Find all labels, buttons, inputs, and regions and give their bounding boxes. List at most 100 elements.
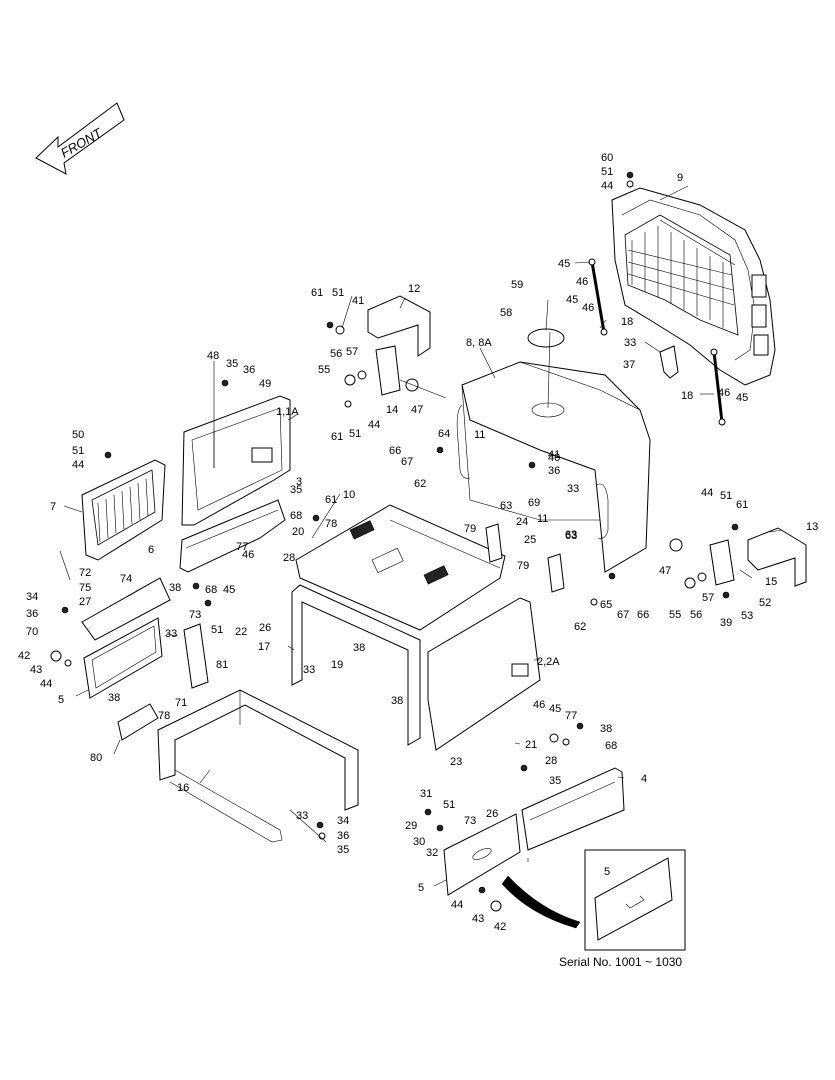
callout: 29: [405, 820, 417, 832]
callout: 30: [413, 836, 425, 848]
inset-label: 5: [604, 866, 610, 878]
callout: 65: [600, 599, 612, 611]
part-6-bracket: [81, 577, 171, 641]
callout: 62: [574, 621, 586, 633]
callout: 36: [26, 608, 38, 620]
callout: 38: [108, 692, 120, 704]
callout: 37: [623, 359, 635, 371]
callout: 46: [582, 302, 594, 314]
callout: 51: [443, 799, 455, 811]
part-7-side-grille: [81, 459, 166, 561]
callout: 45: [736, 392, 748, 404]
callout: 32: [426, 847, 438, 859]
inset-arrow: [501, 875, 581, 929]
part-37-bracket: [659, 345, 679, 379]
callout: 77: [236, 541, 248, 553]
callout: 61: [325, 494, 337, 506]
callout: 14: [386, 404, 398, 416]
callout: 44: [72, 459, 84, 471]
part-8-engine-hood: [456, 361, 651, 573]
part-16-base-frame: [157, 689, 359, 843]
callout: 19: [331, 659, 343, 671]
callout: 47: [411, 404, 423, 416]
callout: 33: [624, 337, 636, 349]
callout: 51: [601, 166, 613, 178]
callout: 48: [207, 350, 219, 362]
callout: 79: [464, 523, 476, 535]
part-17-frame: [291, 584, 421, 746]
part-81-plate: [183, 623, 209, 689]
callout: 70: [26, 626, 38, 638]
part-25-latch: [547, 553, 565, 593]
callout: 4: [641, 773, 647, 785]
callout: 67: [617, 609, 629, 621]
callout: 64: [438, 428, 450, 440]
callout: 28: [545, 755, 557, 767]
part-9-rear-grille: [611, 187, 776, 386]
leader-lines: [59, 185, 783, 887]
callout: 61: [736, 499, 748, 511]
callout: 41: [548, 449, 560, 461]
callout: 17: [258, 641, 270, 653]
callout: 78: [325, 518, 337, 530]
callout: 20: [292, 526, 304, 538]
callout: 45: [558, 258, 570, 270]
part-5-cover-plate: [83, 617, 163, 699]
callout: 51: [720, 490, 732, 502]
callout: 35: [549, 775, 561, 787]
callout: 69: [528, 497, 540, 509]
callout: 60: [601, 152, 613, 164]
part-14-bracket: [375, 345, 401, 396]
callout: 33: [303, 664, 315, 676]
callout: 43: [472, 913, 484, 925]
callout: 12: [408, 283, 420, 295]
part-4-lower-panel: [521, 767, 625, 851]
callout: 21: [525, 739, 537, 751]
callout: 49: [259, 378, 271, 390]
part-3-lower-panel: [179, 499, 286, 573]
callout: 44: [451, 899, 463, 911]
callout: 56: [330, 348, 342, 360]
callout: 77: [565, 710, 577, 722]
callout: 34: [26, 591, 38, 603]
callout: 8, 8A: [466, 337, 492, 349]
callout: 45: [223, 584, 235, 596]
callout: 39: [720, 617, 732, 629]
callout: 58: [500, 307, 512, 319]
callout: 51: [211, 624, 223, 636]
callout: 33: [296, 810, 308, 822]
callout: 44: [40, 678, 52, 690]
callout: 44: [601, 180, 613, 192]
callout: 72: [79, 567, 91, 579]
callout: 51: [72, 445, 84, 457]
callout: 46: [576, 276, 588, 288]
callout: 68: [605, 740, 617, 752]
callout: 10: [343, 489, 355, 501]
callout: 2,2A: [537, 656, 560, 668]
callout: 80: [90, 752, 102, 764]
callout: 36: [243, 364, 255, 376]
callout: 46: [718, 387, 730, 399]
callout: 34: [337, 815, 349, 827]
callout: 36: [548, 465, 560, 477]
callout: 11: [537, 513, 548, 525]
callout: 23: [450, 756, 462, 768]
callout: 61: [331, 431, 343, 443]
callout: 18: [621, 316, 633, 328]
callout: 75: [79, 582, 91, 594]
callout: 36: [337, 830, 349, 842]
part-13-bracket: [747, 527, 807, 587]
callout: 38: [353, 642, 365, 654]
callout: 66: [637, 609, 649, 621]
callout: 81: [216, 659, 228, 671]
callout-labels: 60 51 44 9 45 46 45 46 18 33 37 18 46 45…: [18, 152, 818, 933]
callout: 38: [600, 723, 612, 735]
hardware: [50, 171, 739, 912]
callout: 24: [516, 516, 528, 528]
callout: 42: [494, 921, 506, 933]
callout: 51: [332, 287, 344, 299]
callout: 44: [368, 419, 380, 431]
callout: 61: [311, 287, 323, 299]
callout: 53: [741, 610, 753, 622]
callout: 6: [148, 544, 154, 556]
